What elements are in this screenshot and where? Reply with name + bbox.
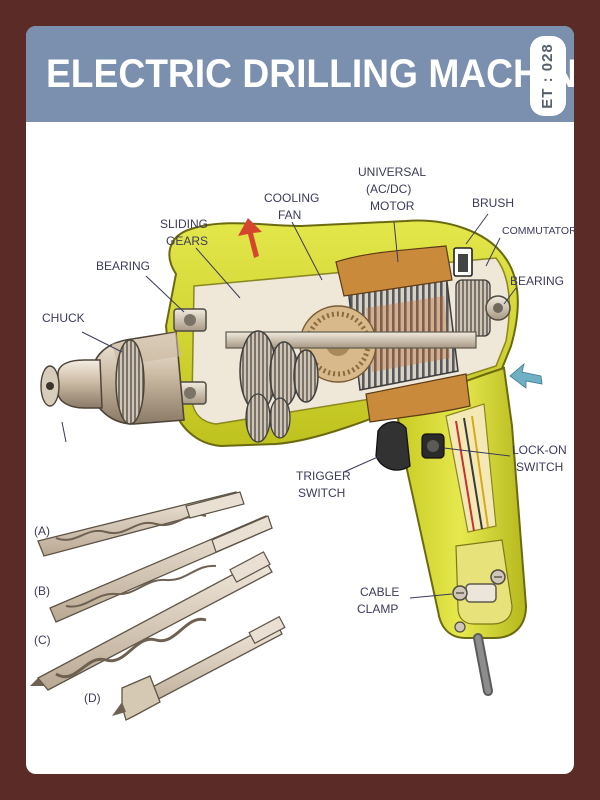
- drill-bit-a: [37, 491, 245, 557]
- label-bearing-front: BEARING: [96, 259, 151, 273]
- poster-card: ELECTRIC DRILLING MACHINE ET : 028: [26, 26, 574, 774]
- label-sliding-1: SLIDING: [160, 217, 209, 231]
- title-banner: ELECTRIC DRILLING MACHINE ET : 028: [26, 26, 574, 122]
- label-cable-1: CABLE: [360, 585, 400, 599]
- drill-bit-b: [49, 515, 273, 623]
- air-out-arrow: [238, 218, 262, 258]
- label-cooling-1: COOLING: [264, 191, 320, 205]
- label-lock-on-2: SWITCH: [516, 460, 564, 474]
- label-trigger-1: TRIGGER: [296, 469, 351, 483]
- label-cable-2: CLAMP: [357, 602, 399, 616]
- label-chuck: CHUCK: [42, 311, 85, 325]
- label-brush: BRUSH: [472, 196, 515, 210]
- brush-holder: [453, 247, 473, 277]
- label-bearing-rear: BEARING: [510, 274, 565, 288]
- drill-bit-d: [112, 615, 286, 721]
- label-trigger-2: SWITCH: [298, 486, 346, 500]
- drill-diagram: [30, 213, 543, 721]
- label-motor-3: MOTOR: [370, 199, 415, 213]
- commutator: [455, 279, 491, 337]
- leader-lines: [81, 213, 517, 599]
- bit-label-d: (D): [84, 691, 101, 705]
- bit-label-b: (B): [34, 584, 50, 598]
- label-sliding-2: GEARS: [166, 234, 209, 248]
- poster-title: ELECTRIC DRILLING MACHINE: [46, 52, 574, 96]
- label-motor-2: (AC/DC): [366, 182, 412, 196]
- drill-chuck: [40, 331, 185, 443]
- drill-bit-c: [30, 551, 273, 691]
- code-badge: ET : 028: [530, 36, 566, 116]
- air-in-arrow: [509, 362, 543, 389]
- front-bearing: [173, 308, 207, 405]
- rear-bearing: [485, 295, 511, 321]
- label-commutator: COMMUTATOR: [502, 225, 574, 237]
- bit-label-a: (A): [34, 524, 50, 538]
- label-lock-on-1: LOCK-ON: [512, 443, 567, 457]
- label-motor-1: UNIVERSAL: [358, 165, 427, 179]
- sliding-gears: [239, 330, 319, 443]
- label-cooling-2: FAN: [278, 208, 302, 222]
- bit-label-c: (C): [34, 633, 51, 647]
